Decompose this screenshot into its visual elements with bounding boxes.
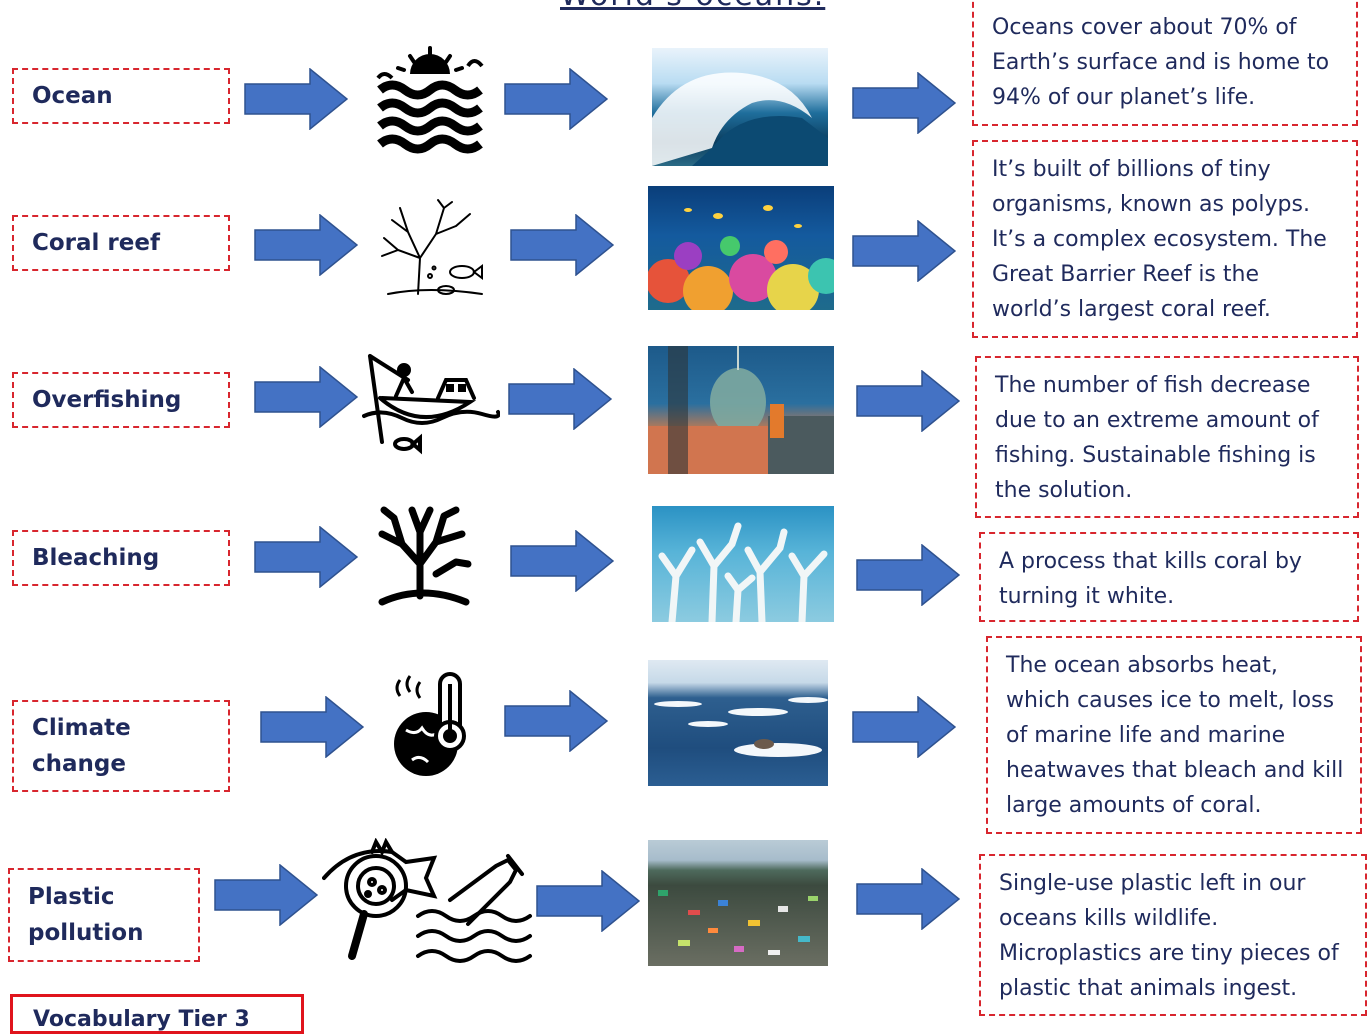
arrow-icon xyxy=(244,68,348,130)
ocean-waves-icon xyxy=(376,46,484,154)
description-text: The number of fish decrease due to an ex… xyxy=(995,373,1319,503)
description-text: Single-use plastic left in our oceans ki… xyxy=(999,871,1339,1001)
plastic-beach-photo xyxy=(648,840,828,966)
description-overfishing: The number of fish decrease due to an ex… xyxy=(975,356,1359,518)
coral-reef-photo xyxy=(648,186,834,310)
description-bleaching: A process that kills coral by turning it… xyxy=(979,532,1359,622)
fishing-net-photo xyxy=(648,346,834,474)
sea-ice-photo xyxy=(648,660,828,786)
term-label: Climate change xyxy=(32,715,131,777)
bleached-coral-photo xyxy=(652,506,834,622)
term-label: Overfishing xyxy=(32,387,182,413)
description-coral-reef: It’s built of billions of tiny organisms… xyxy=(972,140,1358,338)
term-coral-reef: Coral reef xyxy=(12,215,230,271)
arrow-icon xyxy=(254,366,358,428)
term-label: Plastic pollution xyxy=(28,884,144,946)
vocabulary-box: Vocabulary Tier 3 xyxy=(10,994,304,1034)
term-climate-change: Climate change xyxy=(12,700,230,792)
arrow-icon xyxy=(214,864,318,926)
arrow-icon xyxy=(508,368,612,430)
arrow-icon xyxy=(260,696,364,758)
term-overfishing: Overfishing xyxy=(12,372,230,428)
term-label: Coral reef xyxy=(32,230,160,256)
description-ocean: Oceans cover about 70% of Earth’s surfac… xyxy=(972,0,1358,126)
arrow-icon xyxy=(254,214,358,276)
description-text: It’s built of billions of tiny organisms… xyxy=(992,157,1327,322)
term-ocean: Ocean xyxy=(12,68,230,124)
description-text: The ocean absorbs heat, which causes ice… xyxy=(1006,653,1344,818)
arrow-icon xyxy=(852,220,956,282)
description-text: A process that kills coral by turning it… xyxy=(999,549,1302,609)
arrow-icon xyxy=(856,868,960,930)
description-text: Oceans cover about 70% of Earth’s surfac… xyxy=(992,15,1330,110)
arrow-icon xyxy=(254,526,358,588)
term-label: Ocean xyxy=(32,83,113,109)
term-label: Bleaching xyxy=(32,545,160,571)
microplastic-bottle-icon xyxy=(322,838,532,963)
arrow-icon xyxy=(852,72,956,134)
description-plastic-pollution: Single-use plastic left in our oceans ki… xyxy=(979,854,1367,1016)
arrow-icon xyxy=(852,696,956,758)
description-climate-change: The ocean absorbs heat, which causes ice… xyxy=(986,636,1362,834)
coral-fish-icon xyxy=(381,199,483,295)
arrow-icon xyxy=(536,870,640,932)
page-title: World's oceans. xyxy=(560,0,825,13)
coral-icon xyxy=(378,506,472,606)
arrow-icon xyxy=(856,544,960,606)
arrow-icon xyxy=(504,68,608,130)
wave-photo xyxy=(652,48,828,166)
arrow-icon xyxy=(510,530,614,592)
arrow-icon xyxy=(504,690,608,752)
term-bleaching: Bleaching xyxy=(12,530,230,586)
arrow-icon xyxy=(856,370,960,432)
globe-thermometer-icon xyxy=(394,672,466,776)
term-plastic-pollution: Plastic pollution xyxy=(8,868,200,962)
arrow-icon xyxy=(510,214,614,276)
fishing-boat-icon xyxy=(362,354,500,455)
